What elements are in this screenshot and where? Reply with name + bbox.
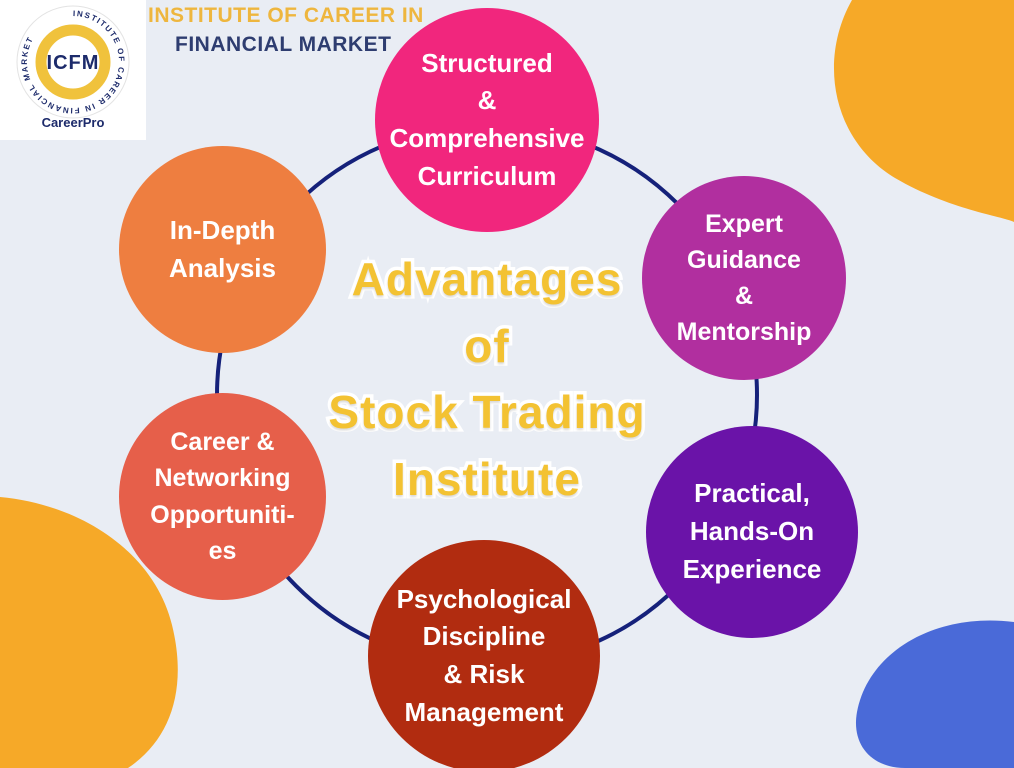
advantage-circle-career-networking: Career & Networking Opportuniti- es xyxy=(119,393,326,600)
advantage-label: In-Depth Analysis xyxy=(169,214,276,283)
advantage-circle-in-depth-analysis: In-Depth Analysis xyxy=(119,146,326,353)
logo-gold-ring xyxy=(35,24,111,100)
advantage-label: Career & Networking Opportuniti- es xyxy=(150,428,295,565)
advantage-circle-structured-curriculum: Structured & Comprehensive Curriculum xyxy=(375,8,599,232)
bottom-left-orange-blob xyxy=(0,497,178,768)
advantage-label: Psychological Discipline & Risk Manageme… xyxy=(396,583,572,727)
bottom-right-blue-blob xyxy=(855,620,1014,768)
advantage-label: Structured & Comprehensive Curriculum xyxy=(389,47,585,191)
advantage-label: Expert Guidance & Mentorship xyxy=(676,209,812,347)
title-line-2: of xyxy=(461,316,512,375)
logo-acronym: ICFM xyxy=(47,52,100,74)
advantage-circle-practical-experience: Practical, Hands-On Experience xyxy=(646,426,858,638)
title-line-1: Advantages xyxy=(348,250,625,309)
title-line-3: Stock Trading xyxy=(325,383,648,442)
advantage-label: Practical, Hands-On Experience xyxy=(682,478,822,584)
logo-tagline: CareerPro xyxy=(42,115,105,130)
header-institute-line: INSTITUTE OF CAREER IN xyxy=(148,4,424,27)
advantage-circle-psychological-discipline: Psychological Discipline & Risk Manageme… xyxy=(368,540,600,768)
title-line-4: Institute xyxy=(390,450,584,509)
advantage-circle-expert-guidance: Expert Guidance & Mentorship xyxy=(642,176,846,380)
top-right-orange-blob xyxy=(833,0,1014,222)
icfm-logo: INSTITUTE OF CAREER IN FINANCIAL MARKET … xyxy=(0,0,146,140)
header-financial-market-line: FINANCIAL MARKET xyxy=(175,33,392,56)
logo-outer-circle xyxy=(16,5,130,119)
page-title: Advantages of Stock Trading Institute xyxy=(287,246,687,513)
icfm-logo-badge: INSTITUTE OF CAREER IN FINANCIAL MARKET … xyxy=(16,5,130,130)
